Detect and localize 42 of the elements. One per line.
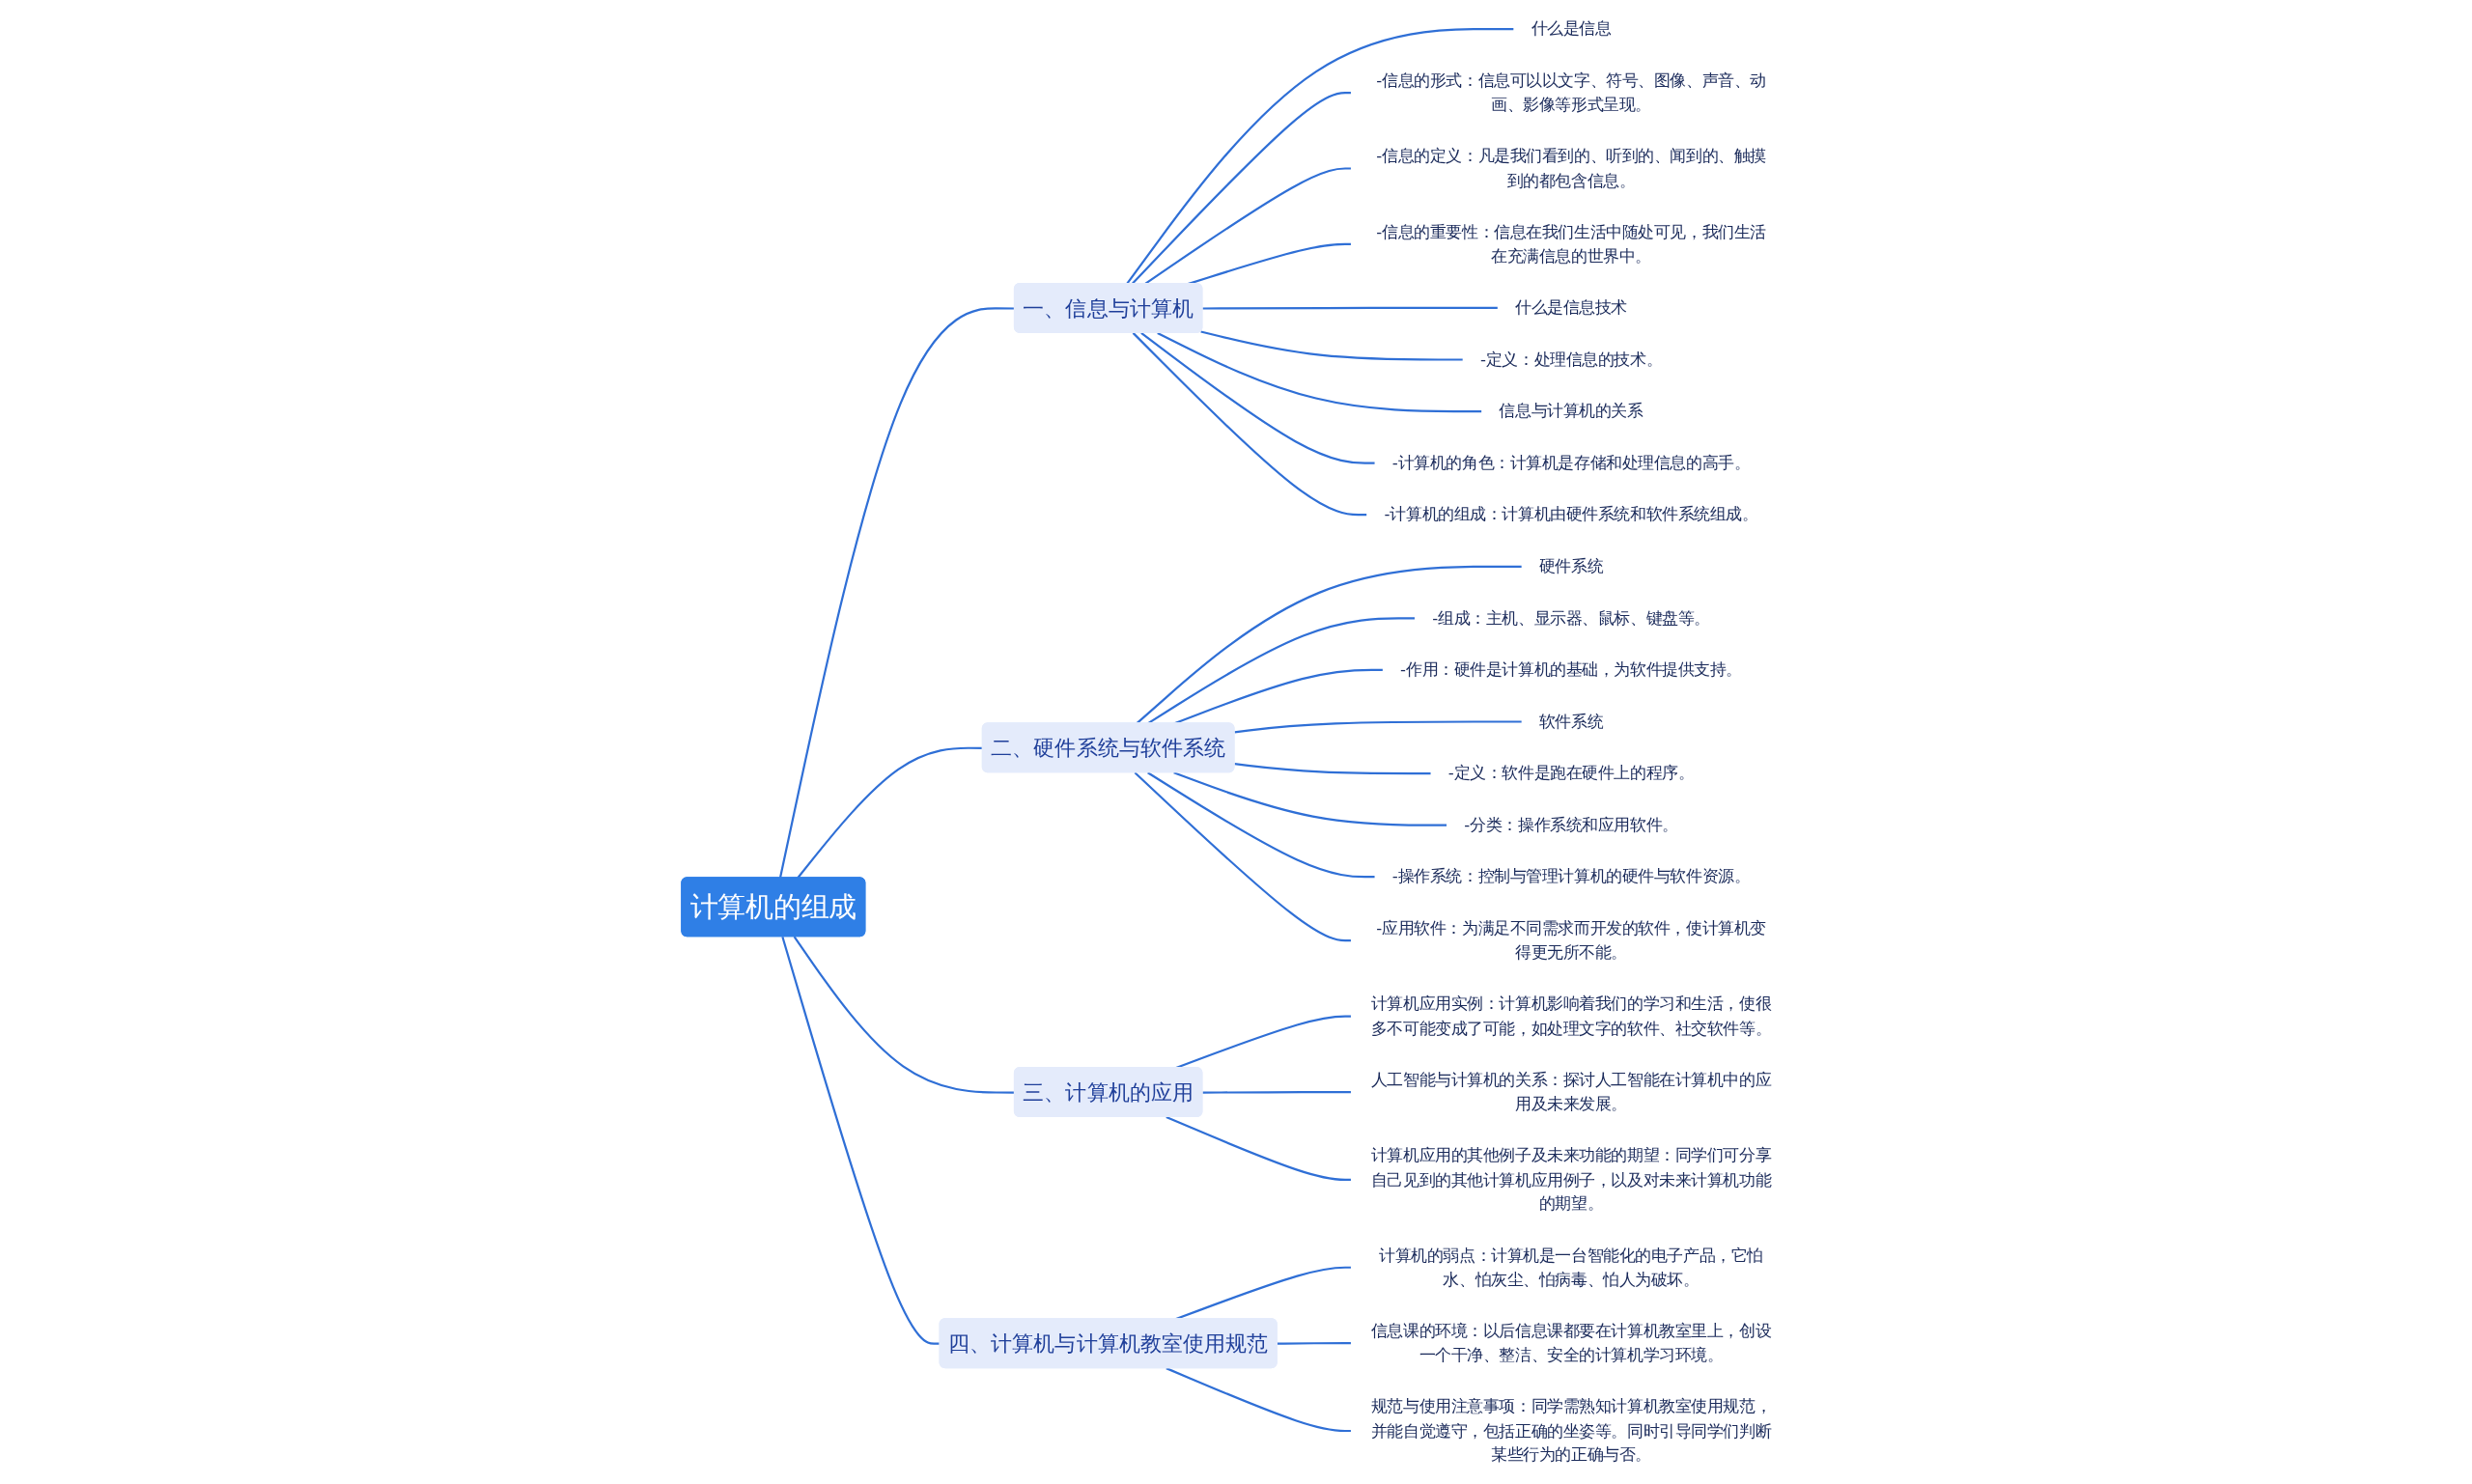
- connector: [1140, 332, 1375, 464]
- connector: [1200, 330, 1464, 361]
- node-text: 什么是信息技术: [1514, 297, 1627, 318]
- connector: [1125, 28, 1514, 285]
- node-text: -应用软件：为满足不同需求而开发的软件，使计算机变得更无所不能。: [1376, 918, 1766, 963]
- node-text: -定义：软件是跑在硬件上的程序。: [1447, 763, 1695, 783]
- connector: [1134, 771, 1352, 942]
- node-text: -作用：硬件是计算机的基础，为软件提供支持。: [1399, 659, 1742, 680]
- connector: [1234, 763, 1431, 775]
- node-text: 信息课的环境：以后信息课都要在计算机教室里上，创设一个干净、整洁、安全的计算机学习环境。: [1370, 1321, 1771, 1365]
- node-text: -信息的定义：凡是我们看到的、听到的、闻到的、触摸到的都包含信息。: [1376, 146, 1766, 190]
- node-text: 规范与使用注意事项：同学需熟知计算机教室使用规范，并能自觉遵守，包括正确的坐姿等。同时引导同学们判断某些行为的正确与否。: [1370, 1396, 1771, 1465]
- node-text: -计算机的组成：计算机由硬件系统和软件系统组成。: [1384, 505, 1758, 524]
- connector: [1132, 332, 1367, 517]
- node-text: -信息的重要性：信息在我们生活中随处可见，我们生活在充满信息的世界中。: [1376, 222, 1766, 266]
- node-text: -计算机的角色：计算机是存储和处理信息的高手。: [1391, 453, 1751, 473]
- node-text: 人工智能与计算机的关系：探讨人工智能在计算机中的应用及未来发展。: [1370, 1070, 1771, 1114]
- connector: [1166, 1116, 1352, 1181]
- node-text: -信息的形式：信息可以以文字、符号、图像、声音、动画、影像等形式呈现。: [1376, 70, 1766, 115]
- node-text: -分类：操作系统和应用软件。: [1464, 815, 1678, 835]
- node-text: -定义：处理信息的技术。: [1479, 350, 1662, 370]
- connector: [793, 936, 1015, 1094]
- connector: [1143, 167, 1352, 285]
- node-text: -操作系统：控制与管理计算机的硬件与软件资源。: [1391, 867, 1751, 886]
- node-text: 软件系统: [1538, 712, 1603, 732]
- node-text: 计算机的弱点：计算机是一台智能化的电子产品，它怕水、怕灰尘、怕病毒、怕人为破坏。: [1379, 1246, 1763, 1289]
- connector: [1146, 771, 1375, 879]
- node-text: 计算机应用的其他例子及未来功能的期望：同学们可分享自己见到的其他计算机应用例子，以及对未来计算机功能的期望。: [1370, 1145, 1771, 1214]
- node-text: 什么是信息: [1531, 18, 1612, 39]
- connector: [1131, 92, 1352, 285]
- node-text: -组成：主机、显示器、鼠标、键盘等。: [1432, 608, 1710, 629]
- node-text: 硬件系统: [1538, 556, 1603, 576]
- connector: [1166, 1367, 1352, 1433]
- connector: [1173, 771, 1447, 826]
- connector: [1234, 720, 1522, 734]
- node-text: 计算机应用实例：计算机影响着我们的学习和生活，使很多不可能变成了可能，如处理文字的软件、社交软件等。: [1370, 994, 1771, 1038]
- node-text: 信息与计算机的关系: [1499, 401, 1643, 421]
- connector: [1202, 1090, 1352, 1094]
- connector: [1157, 331, 1482, 413]
- connector: [778, 307, 1015, 879]
- connector: [1277, 1342, 1352, 1345]
- connector: [1202, 306, 1499, 310]
